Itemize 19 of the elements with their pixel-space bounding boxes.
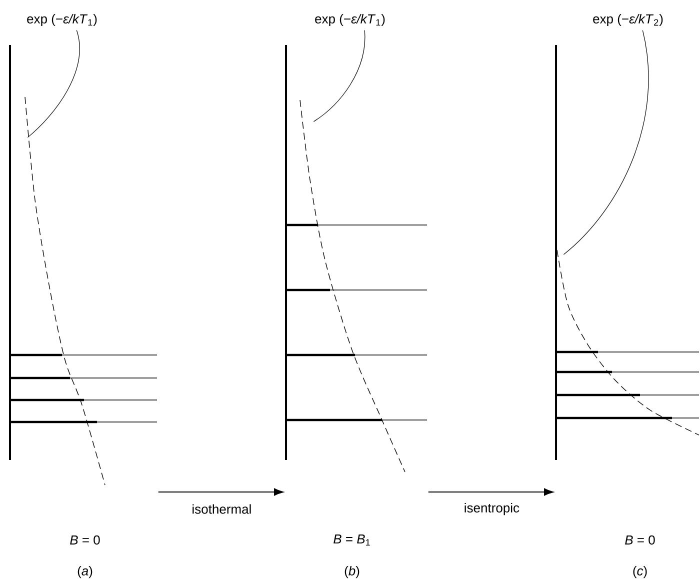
arrow <box>428 488 554 496</box>
panel-label: (a) <box>78 566 92 578</box>
leader-line <box>27 30 80 138</box>
formula-label: exp (−ε/kT$_{1}$) <box>315 14 385 26</box>
leader-line <box>563 30 649 255</box>
arrow <box>158 488 284 496</box>
distribution-curve <box>24 96 106 486</box>
edge-label: isentropic <box>464 502 520 516</box>
edge-label: isothermal <box>192 504 251 514</box>
formula-label: exp (−ε/kT$_{2}$) <box>593 14 663 26</box>
panel-label: (b) <box>344 566 360 578</box>
formula-label: exp (−ε/kT$_{1}$) <box>27 14 97 26</box>
leader-line <box>313 30 366 122</box>
distribution-curve <box>556 250 700 436</box>
panel-label: (c) <box>633 566 647 578</box>
field-label: B = 0 <box>70 535 100 545</box>
distribution-curve <box>300 100 406 472</box>
field-label: B = 0 <box>625 535 655 545</box>
field-label: B = B$_{1}$ <box>334 534 370 546</box>
